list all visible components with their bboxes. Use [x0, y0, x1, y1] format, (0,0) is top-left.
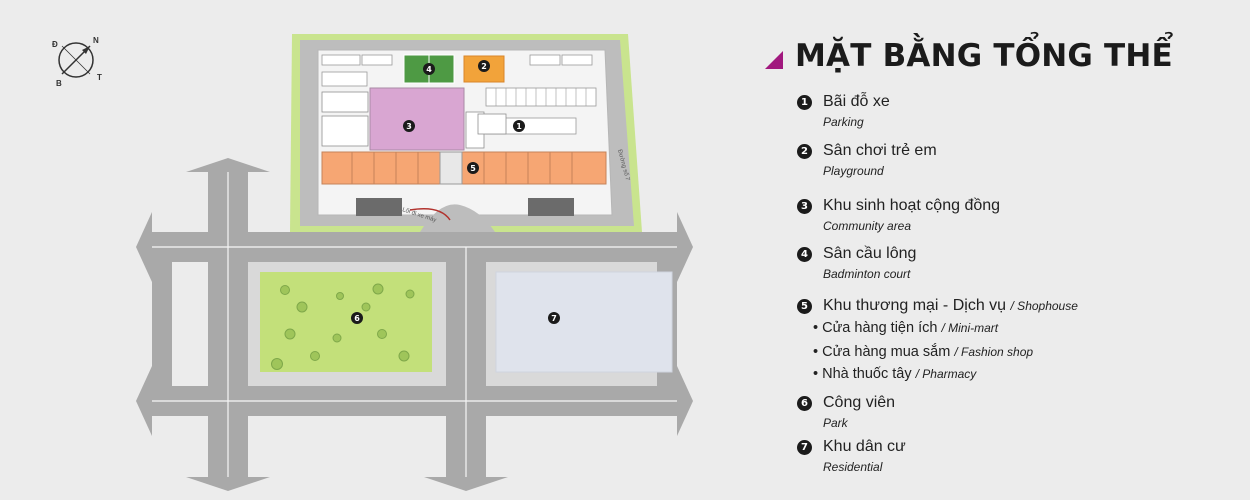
legend-label-en: Community area: [823, 219, 912, 233]
legend-subitem-pharmacy: • Nhà thuốc tây / Pharmacy: [813, 366, 976, 382]
compass-d: Đ: [52, 40, 58, 49]
parking-stalls: [321, 54, 597, 135]
legend-num: 6: [797, 396, 812, 411]
legend-label-vi: Khu dân cư: [823, 438, 906, 455]
legend-title: MẶT BẰNG TỔNG THỂ: [795, 38, 1173, 74]
basement-ramp-left: [356, 198, 402, 216]
compass-b: B: [56, 79, 62, 88]
shophouse-row: [321, 151, 607, 185]
legend-label-en: Playground: [823, 164, 884, 178]
legend-num: 1: [797, 95, 812, 110]
compass-icon: Đ N B T: [52, 36, 102, 88]
map-marker-2: 2: [481, 62, 487, 71]
legend-num: 7: [797, 440, 812, 455]
legend-panel: MẶT BẰNG TỔNG THỂ 1 Bãi đỗ xe Parking 2 …: [765, 38, 1235, 474]
map-marker-1: 1: [516, 122, 522, 131]
legend-label-vi: Sân chơi trẻ em: [823, 142, 937, 159]
shophouse-en: / Shophouse: [1010, 299, 1078, 313]
legend-label-en: Badminton court: [823, 267, 911, 281]
legend-label-vi: Sân cầu lông: [823, 245, 917, 262]
map-marker-6: 6: [354, 314, 360, 323]
compass-n: N: [93, 36, 99, 45]
legend-subitem-minimart: • Cửa hàng tiện ích / Mini-mart: [813, 320, 998, 336]
legend-label-en: Parking: [823, 115, 864, 129]
community-area: [369, 87, 465, 151]
park-trees: [271, 283, 415, 370]
legend-label-vi: Công viên: [823, 394, 896, 411]
legend-subitem-fashion: • Cửa hàng mua sắm / Fashion shop: [813, 344, 1033, 360]
basement-ramp-right: [528, 198, 574, 216]
title-triangle-icon: [765, 51, 783, 69]
map-marker-3: 3: [406, 122, 412, 131]
subitem-en: / Fashion shop: [954, 345, 1034, 359]
subitem-vi: • Cửa hàng tiện ích: [813, 320, 938, 336]
legend-label-vi: Bãi đỗ xe: [823, 93, 890, 110]
subitem-vi: • Nhà thuốc tây: [813, 366, 912, 382]
legend-num: 4: [797, 247, 812, 262]
subitem-en: / Mini-mart: [941, 321, 999, 335]
legend-label-vi: Khu sinh hoạt cộng đồng: [823, 197, 1001, 214]
compass-t: T: [97, 73, 102, 82]
map-marker-5: 5: [470, 164, 476, 173]
map-marker-7: 7: [551, 314, 557, 323]
legend-num: 5: [797, 299, 812, 314]
subitem-en: / Pharmacy: [915, 367, 977, 381]
shophouse-vi: Khu thương mại - Dịch vụ: [823, 297, 1007, 314]
legend-label-en: Park: [823, 416, 848, 430]
legend-label-en: Residential: [823, 460, 883, 474]
map-marker-4: 4: [426, 65, 432, 74]
site-master-plan-map: Lối đi xe máy Đường số 7 1 2 3 4 5 6 7 Đ…: [52, 34, 693, 491]
legend-label-vi: Khu thương mại - Dịch vụ / Shophouse: [823, 297, 1078, 315]
residential-area: [495, 271, 673, 373]
subitem-vi: • Cửa hàng mua sắm: [813, 344, 951, 360]
legend-num: 3: [797, 199, 812, 214]
legend-num: 2: [797, 144, 812, 159]
